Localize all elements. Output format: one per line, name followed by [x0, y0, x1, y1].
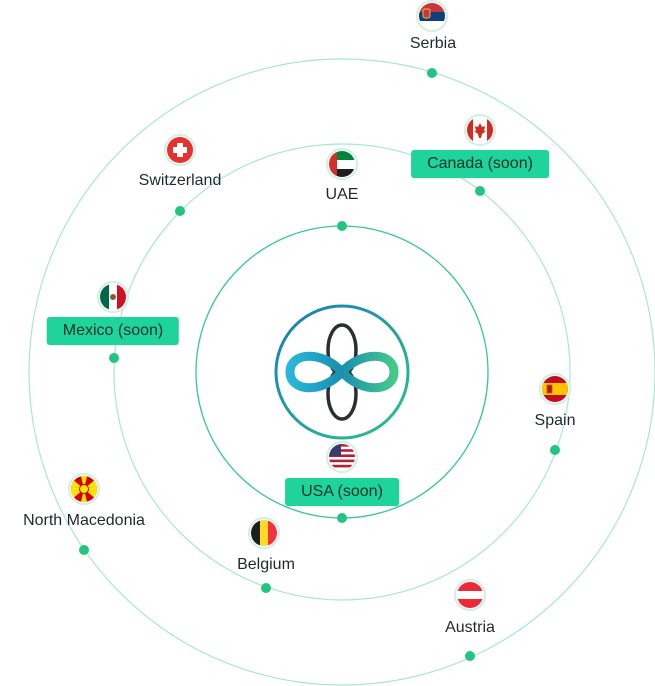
north-macedonia-label: North Macedonia [23, 512, 145, 529]
uae-flag-icon [325, 147, 359, 181]
canada-dot [475, 186, 485, 196]
outer-ring [28, 58, 655, 686]
serbia-label: Serbia [409, 35, 457, 52]
usa-dot [337, 513, 347, 523]
usa-flag-icon [325, 440, 359, 474]
canada-flag-icon [463, 113, 497, 147]
spain-label: Spain [534, 412, 576, 429]
belgium-label: Belgium [237, 556, 295, 573]
austria-flag-icon [453, 578, 487, 612]
switzerland-flag-icon [163, 133, 197, 167]
infinity-logo-icon [274, 304, 410, 440]
spain-dot [550, 445, 560, 455]
belgium-dot [261, 583, 271, 593]
canada-badge: Canada (soon) [411, 150, 549, 178]
north-macedonia-dot [79, 545, 89, 555]
uae-label: UAE [325, 186, 359, 203]
north-macedonia-flag-icon [67, 472, 101, 506]
serbia-flag-icon [415, 0, 449, 33]
austria-label: Austria [445, 619, 495, 636]
usa-badge: USA (soon) [285, 478, 399, 506]
switzerland-dot [175, 206, 185, 216]
mexico-badge: Mexico (soon) [46, 317, 180, 345]
belgium-flag-icon [247, 516, 281, 550]
mexico-flag-icon [96, 280, 130, 314]
uae-dot [337, 221, 347, 231]
serbia-dot [427, 68, 437, 78]
switzerland-label: Switzerland [138, 172, 222, 189]
austria-dot [465, 651, 475, 661]
middle-ring [113, 143, 571, 601]
spain-flag-icon [538, 372, 572, 406]
mexico-dot [109, 353, 119, 363]
